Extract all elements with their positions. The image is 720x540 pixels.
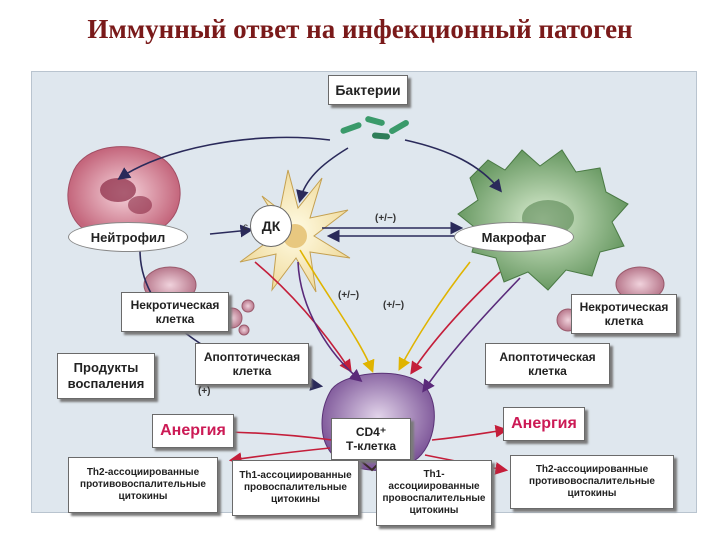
edge-label-macrophage-tcell: (+/−) — [383, 300, 405, 311]
neutrophil-cell — [67, 146, 181, 240]
anergy-left-text: Анергия — [160, 422, 226, 440]
apoptotic-right-line2: клетка — [528, 364, 567, 378]
bacteria-label: Бактерии — [328, 75, 408, 105]
th2-right-label: Th2-ассоциированные противовоспалительны… — [510, 455, 674, 509]
apoptotic-left-line1: Апоптотическая — [203, 349, 301, 364]
necrotic-right-line2: клетка — [604, 314, 644, 328]
th1-left-line1: Th1-ассоциированные — [239, 470, 352, 481]
edge-label-products-tcell: (+) — [198, 386, 211, 397]
diagram-title: Иммунный ответ на инфекционный патоген — [87, 14, 633, 44]
anergy-left-label: Анергия — [152, 414, 234, 448]
apoptotic-left-line2: клетка — [232, 364, 272, 378]
apoptotic-right-line1: Апоптотическая — [499, 349, 596, 364]
cd4-label: CD4⁺ Т-клетка — [331, 418, 411, 460]
inflammation-products-line1: Продукты — [73, 360, 139, 376]
edge-label-dc-macrophage: (+/−) — [375, 213, 397, 224]
necrotic-left-line2: клетка — [155, 312, 195, 326]
apoptotic-right-label: Апоптотическая клетка — [485, 343, 610, 385]
apoptotic-left-label: Апоптотическая клетка — [195, 343, 309, 385]
dc-label: ДК — [250, 205, 292, 247]
th2-left-label: Th2-ассоциированные противовоспалительны… — [68, 457, 218, 513]
edge-label-dc-tcell: (+/−) — [338, 290, 360, 301]
th2-left-line3: цитокины — [118, 491, 168, 502]
dc-small-marker: с — [243, 222, 248, 233]
th1-right-label: Th1- ассоциированные провоспалительные ц… — [376, 460, 492, 526]
th2-left-line1: Th2-ассоциированные — [86, 467, 200, 478]
cd4-line1: CD4⁺ — [355, 424, 387, 439]
necrotic-right-label: Некротическая клетка — [571, 294, 677, 334]
inflammation-products-label: Продукты воспаления — [57, 353, 155, 399]
th1-right-line2: ассоциированные — [388, 481, 480, 492]
neutrophil-label: Нейтрофил — [68, 222, 188, 252]
th2-right-line2: противовоспалительные — [529, 476, 655, 487]
th1-left-line2: провоспалительные — [243, 482, 347, 493]
th2-left-line2: противовоспалительные — [80, 479, 206, 490]
th1-left-label: Th1-ассоциированные провоспалительные ци… — [232, 460, 359, 516]
anergy-right-label: Анергия — [503, 407, 585, 441]
inflammation-products-line2: воспаления — [67, 376, 145, 391]
th2-right-line1: Th2-ассоциированные — [535, 464, 649, 475]
th1-right-line1: Th1- — [423, 469, 445, 480]
cd4-line2: Т-клетка — [345, 439, 396, 453]
macrophage-label: Макрофаг — [454, 222, 574, 252]
necrotic-left-label: Некротическая клетка — [121, 292, 229, 332]
th2-right-line3: цитокины — [567, 488, 617, 499]
bacteria-cells — [340, 116, 409, 140]
th1-right-line3: провоспалительные — [382, 493, 486, 504]
dc-text: ДК — [261, 217, 281, 234]
macrophage-cell — [457, 149, 629, 291]
necrotic-left-line1: Некротическая — [130, 297, 220, 312]
th1-left-line3: цитокины — [271, 494, 320, 505]
th1-right-line4: цитокины — [409, 505, 459, 516]
necrotic-right-line1: Некротическая — [579, 299, 669, 314]
anergy-right-text: Анергия — [511, 415, 577, 433]
bacteria-text: Бактерии — [335, 81, 401, 98]
